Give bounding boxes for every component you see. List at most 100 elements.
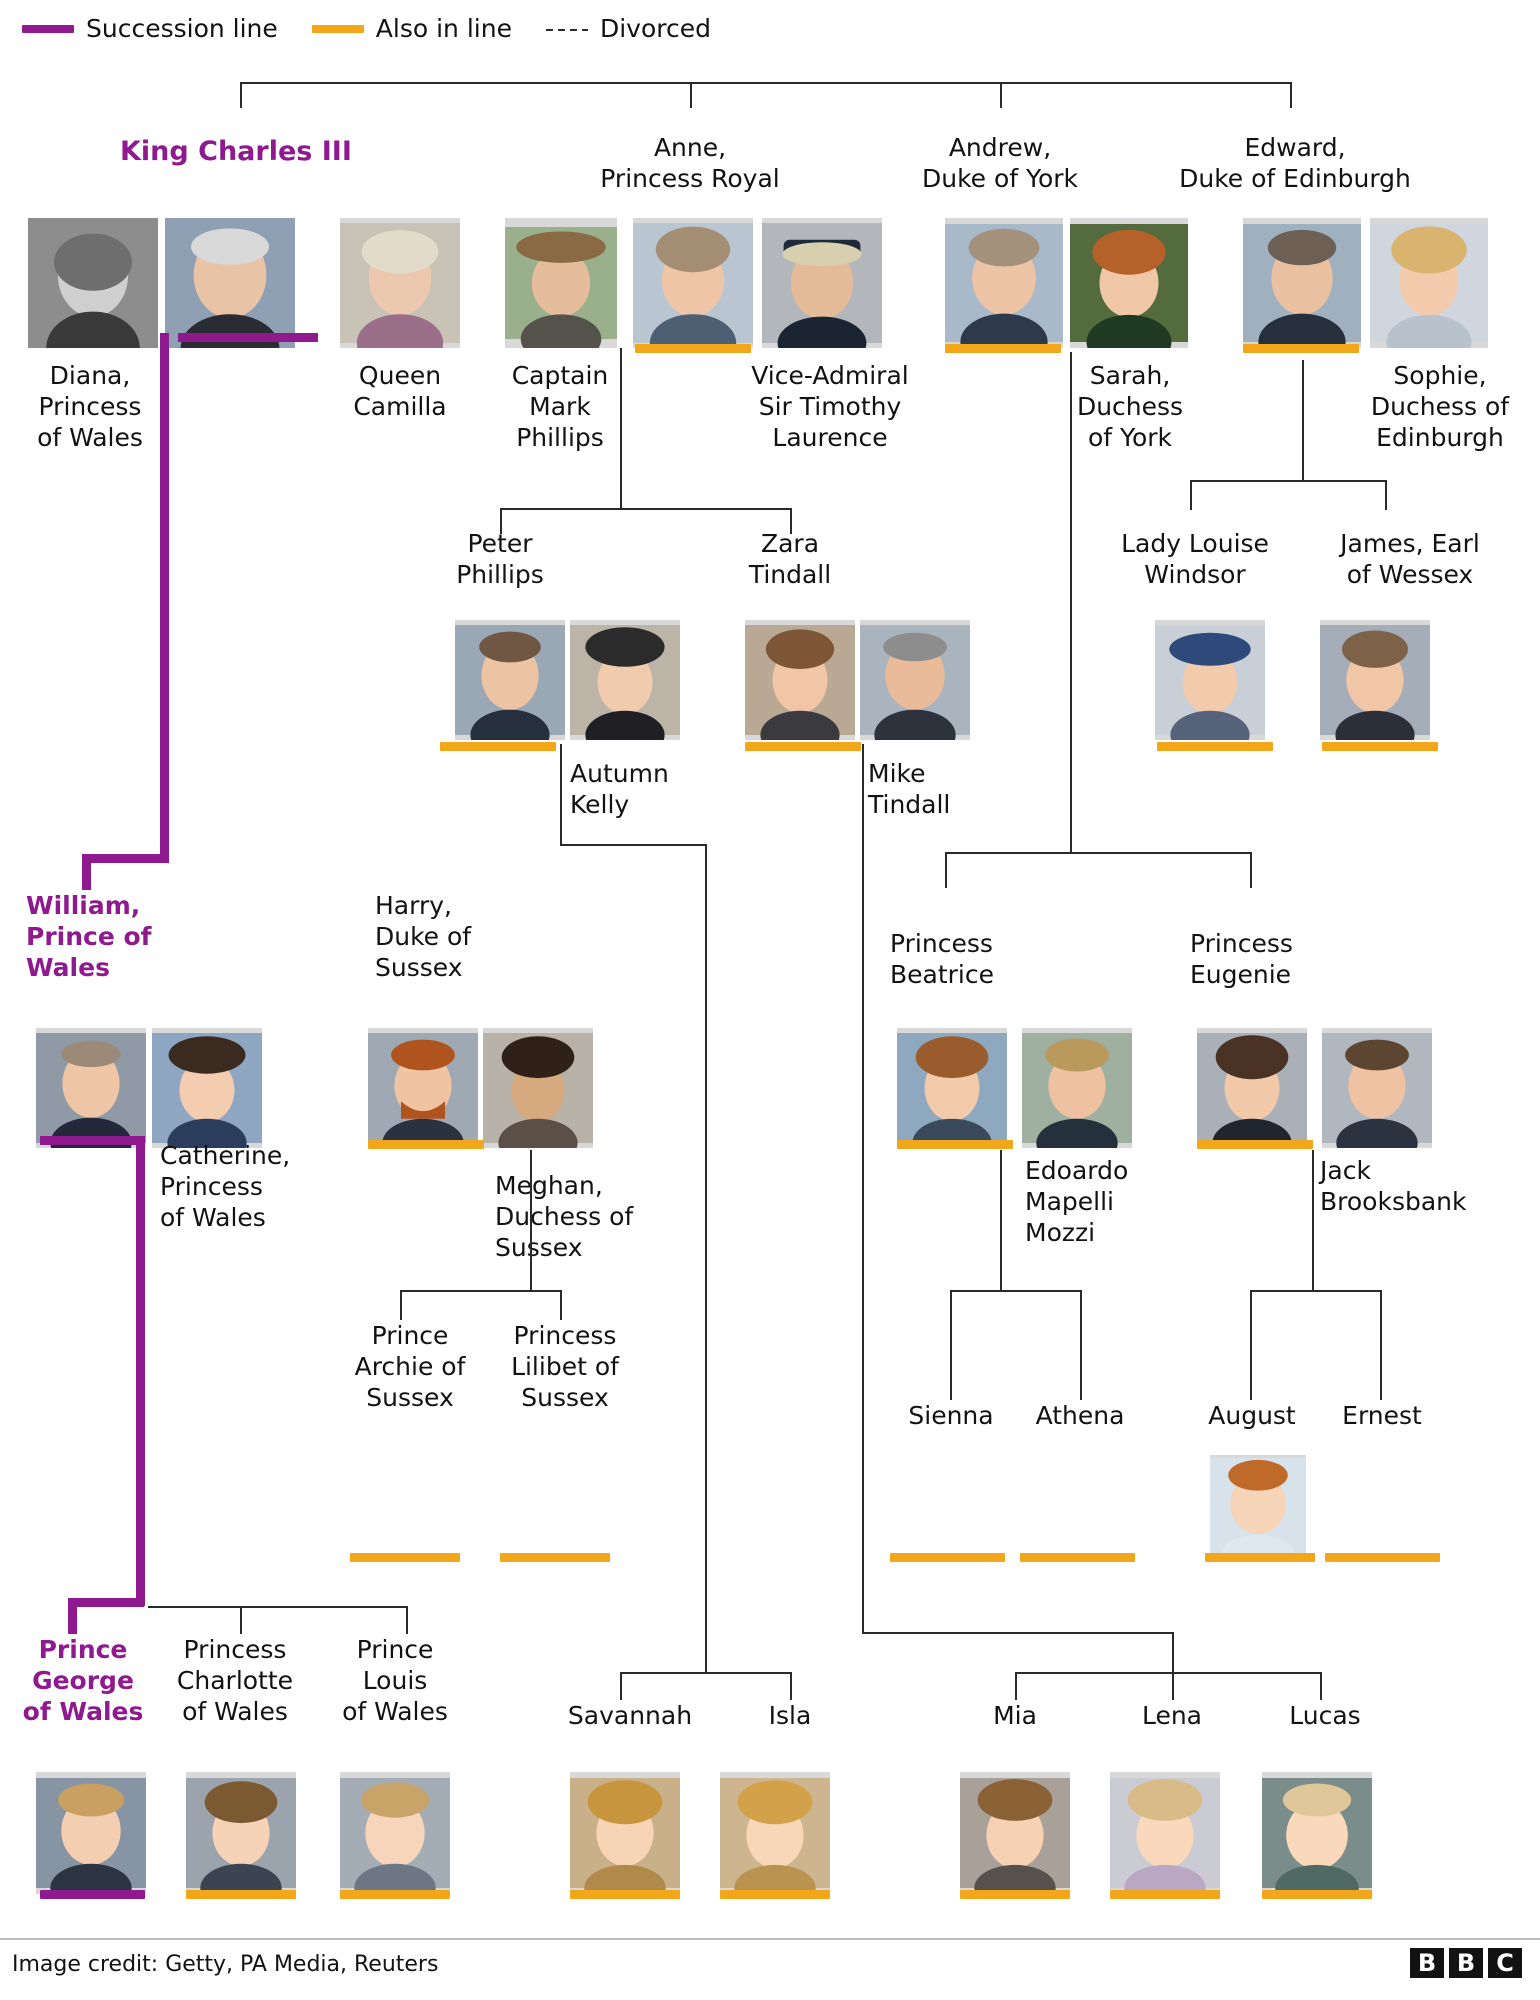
- bar-zara-tindall: [745, 742, 861, 751]
- bar-mia: [960, 1890, 1070, 1899]
- photo-louis: [340, 1772, 450, 1894]
- photo-peter-phillips: [455, 620, 565, 740]
- succession-line-william: [40, 1136, 145, 1145]
- bar-athena: [1020, 1553, 1135, 1562]
- photo-jack: [1322, 1028, 1432, 1148]
- label-mia: Mia: [993, 1701, 1037, 1730]
- photo-isla: [720, 1772, 830, 1894]
- photo-charles: [165, 218, 295, 348]
- connector-tindall-children: [1015, 1672, 1320, 1674]
- bar-savannah: [570, 1890, 680, 1899]
- connector-lucas-up: [1320, 1672, 1322, 1700]
- photo-beatrice: [897, 1028, 1007, 1148]
- also-in-line-swatch: [311, 24, 364, 33]
- succession-line-to-george: [68, 1598, 144, 1607]
- bar-ernest: [1325, 1553, 1440, 1562]
- label-edoardo: Edoardo Mapelli Mozzi: [1025, 1156, 1129, 1247]
- bar-sienna: [890, 1553, 1005, 1562]
- connector-isla-up: [790, 1672, 792, 1700]
- photo-mia: [960, 1772, 1070, 1894]
- legend-item-also-in-line: Also in line: [311, 14, 512, 43]
- label-catherine: Catherine, Princess of Wales: [160, 1141, 291, 1232]
- bbc-logo-c: C: [1488, 1948, 1522, 1978]
- label-louise: Lady Louise Windsor: [1121, 529, 1269, 589]
- label-james: James, Earl of Wessex: [1340, 529, 1480, 589]
- photo-autumn-kelly: [570, 620, 680, 740]
- bbc-logo: B B C: [1410, 1948, 1522, 1978]
- label-isla: Isla: [768, 1701, 812, 1730]
- connector-top-horizontal: [240, 82, 1292, 84]
- image-credit: Image credit: Getty, PA Media, Reuters: [12, 1952, 439, 1977]
- label-beatrice: Princess Beatrice: [890, 929, 995, 989]
- label-autumn-kelly: Autumn Kelly: [570, 759, 669, 819]
- connector-mia-up: [1015, 1672, 1017, 1700]
- connector-louis-up: [406, 1606, 408, 1634]
- connector-anne-children: [500, 508, 790, 510]
- label-eugenie: Princess Eugenie: [1190, 929, 1293, 989]
- label-athena: Athena: [1035, 1401, 1125, 1430]
- label-august: August: [1208, 1401, 1296, 1430]
- connector-tindall-children-down: [1172, 1632, 1174, 1672]
- connector-savannah-isla: [620, 1672, 790, 1674]
- label-ernest: Ernest: [1342, 1401, 1422, 1430]
- connector-louise-up: [1190, 480, 1192, 510]
- bar-peter-phillips: [440, 742, 556, 751]
- photo-camilla: [340, 218, 460, 348]
- label-charlotte: Princess Charlotte of Wales: [176, 1635, 294, 1726]
- bar-anne: [635, 344, 751, 353]
- bbc-logo-b2: B: [1449, 1948, 1483, 1978]
- connector-sussex-children: [400, 1290, 560, 1292]
- connector-zara-mike-across: [862, 1632, 1172, 1634]
- connector-ernest-up: [1380, 1290, 1382, 1400]
- bbc-logo-b1: B: [1410, 1948, 1444, 1978]
- label-lilibet: Princess Lilibet of Sussex: [511, 1321, 619, 1412]
- photo-diana: [28, 218, 158, 348]
- photo-zara-tindall: [745, 620, 855, 740]
- connector-edward: [1290, 82, 1292, 108]
- legend-label-succession: Succession line: [86, 14, 278, 43]
- label-sophie: Sophie, Duchess of Edinburgh: [1370, 361, 1510, 452]
- succession-line-william-stub: [82, 854, 91, 890]
- label-lena: Lena: [1141, 1701, 1203, 1730]
- photo-august: [1210, 1455, 1306, 1557]
- connector-edward-down: [1302, 360, 1304, 480]
- photo-edoardo: [1022, 1028, 1132, 1148]
- photo-edward: [1243, 218, 1361, 348]
- connector-beatrice-up: [945, 852, 947, 888]
- divorced-line-swatch: [545, 28, 588, 31]
- connector-charlotte-up: [240, 1606, 242, 1634]
- label-edward: Edward, Duke of Edinburgh: [1179, 133, 1411, 193]
- connector-beatrice-children: [950, 1290, 1080, 1292]
- label-louis: Prince Louis of Wales: [342, 1635, 448, 1726]
- photo-timothy-laurence: [762, 218, 882, 348]
- bar-harry: [368, 1140, 484, 1149]
- connector-peter-autumn-across: [560, 844, 705, 846]
- photo-lucas: [1262, 1772, 1372, 1894]
- bar-charlotte: [186, 1890, 296, 1899]
- succession-line-george-stub: [68, 1598, 77, 1634]
- photo-mark-phillips: [505, 218, 617, 348]
- footer-divider: [0, 1938, 1540, 1940]
- connector-york-down: [1070, 352, 1072, 852]
- legend-label-divorced: Divorced: [599, 14, 711, 43]
- bar-edward: [1243, 344, 1359, 353]
- connector-peter-autumn-down: [560, 744, 562, 844]
- label-anne: Anne, Princess Royal: [600, 133, 780, 193]
- legend-item-succession: Succession line: [22, 14, 278, 43]
- photo-george: [36, 1772, 146, 1894]
- label-camilla: Queen Camilla: [353, 361, 447, 421]
- bar-august: [1205, 1553, 1315, 1562]
- label-george: Prince George of Wales: [22, 1635, 144, 1726]
- label-sarah: Sarah, Duchess of York: [1076, 361, 1184, 452]
- connector-zara-mike-down: [862, 744, 864, 1632]
- label-lucas: Lucas: [1289, 1701, 1361, 1730]
- connector-savannah-up: [620, 1672, 622, 1700]
- connector-peter-up: [500, 508, 502, 534]
- label-diana: Diana, Princess of Wales: [37, 361, 143, 452]
- connector-anne-down: [620, 348, 622, 508]
- photo-harry: [368, 1028, 478, 1148]
- connector-york-children: [945, 852, 1250, 854]
- label-savannah: Savannah: [567, 1701, 693, 1730]
- photo-meghan: [483, 1028, 593, 1148]
- connector-james-up: [1385, 480, 1387, 510]
